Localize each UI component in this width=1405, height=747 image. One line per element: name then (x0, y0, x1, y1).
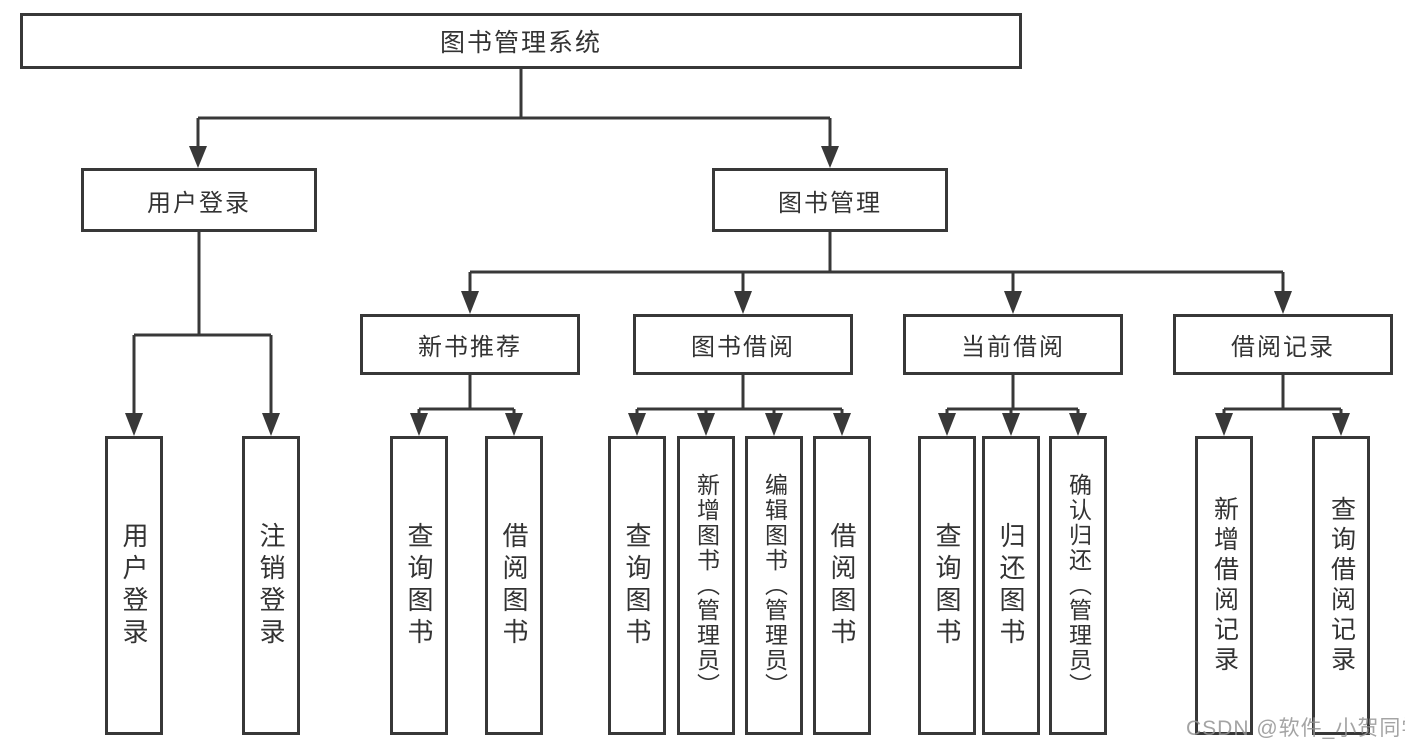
leaf-confirm-return-admin: 确认归还（管理员） (1049, 436, 1107, 735)
leaf-query-borrow-record: 查询借阅记录 (1312, 436, 1370, 735)
csdn-watermark: CSDN @软件_小贺同学 (1186, 717, 1405, 740)
node-user-login: 用户登录 (81, 168, 317, 232)
leaf-borrow-books: 借阅图书 (813, 436, 871, 735)
leaf-add-books-admin: 新增图书（管理员） (677, 436, 735, 735)
leaf-recommend-borrow-books: 借阅图书 (485, 436, 543, 735)
leaf-user-login: 用户登录 (105, 436, 163, 735)
node-root: 图书管理系统 (20, 13, 1022, 69)
node-new-book-recommend: 新书推荐 (360, 314, 580, 375)
node-book-management: 图书管理 (712, 168, 948, 232)
node-borrow-records: 借阅记录 (1173, 314, 1393, 375)
node-book-borrow: 图书借阅 (633, 314, 853, 375)
leaf-edit-books-admin: 编辑图书（管理员） (745, 436, 803, 735)
node-current-borrow: 当前借阅 (903, 314, 1123, 375)
leaf-logout: 注销登录 (242, 436, 300, 735)
leaf-add-borrow-record: 新增借阅记录 (1195, 436, 1253, 735)
leaf-recommend-query-books: 查询图书 (390, 436, 448, 735)
leaf-return-books: 归还图书 (982, 436, 1040, 735)
leaf-borrow-query-books: 查询图书 (608, 436, 666, 735)
leaf-current-query-books: 查询图书 (918, 436, 976, 735)
